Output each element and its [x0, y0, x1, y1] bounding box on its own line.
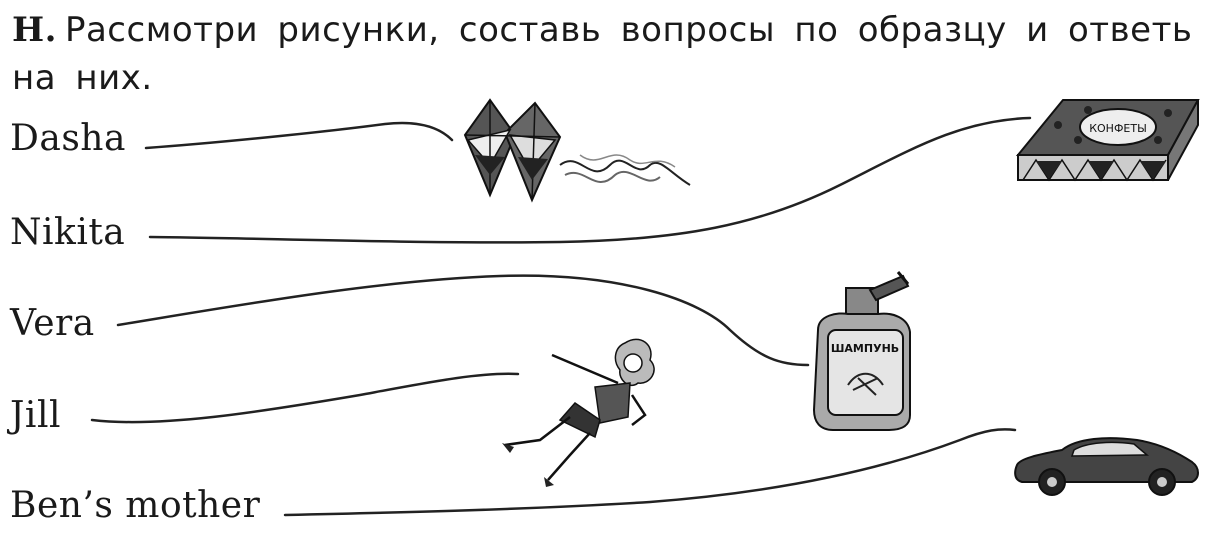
candy-box-label: КОНФЕТЫ: [1089, 122, 1147, 135]
name-jill: Jill: [10, 395, 61, 436]
task-instruction: H.Рассмотри рисунки, составь вопросы по …: [12, 6, 1212, 102]
line-nikita-candy: [148, 116, 1032, 244]
candy-box-icon: КОНФЕТЫ: [1015, 99, 1200, 182]
line-bensmother-car: [283, 428, 1017, 517]
line-vera-shampoo: [116, 274, 810, 367]
doll-icon: [502, 338, 655, 487]
line-dasha-kite: [144, 121, 454, 150]
shampoo-bottle-icon: ШАМПУНЬ: [812, 271, 911, 431]
name-bens-mother: Ben’s mother: [10, 485, 261, 526]
name-dasha: Dasha: [10, 118, 126, 159]
shampoo-label: ШАМПУНЬ: [831, 342, 899, 355]
task-text: Рассмотри рисунки, составь вопросы по об…: [12, 10, 1193, 98]
name-vera: Vera: [10, 303, 95, 344]
kite-icon: [463, 98, 691, 203]
task-letter: H.: [12, 10, 57, 50]
name-nikita: Nikita: [10, 212, 126, 253]
toy-car-icon: [1014, 437, 1199, 496]
line-jill-doll: [90, 372, 520, 424]
